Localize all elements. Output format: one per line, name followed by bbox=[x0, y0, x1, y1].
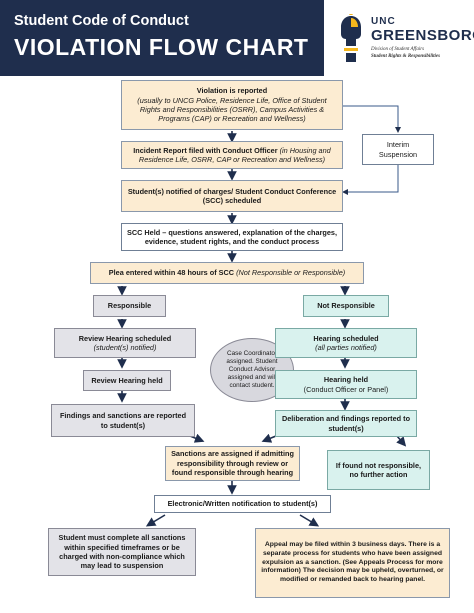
logo-unc: UNC bbox=[371, 16, 396, 27]
complete-sanctions-box: Student must complete all sanctions with… bbox=[48, 528, 196, 576]
complete-label: Student must complete all sanctions with… bbox=[58, 533, 186, 571]
review-scheduled-box: Review Hearing scheduled (student(s) not… bbox=[54, 328, 196, 358]
appeal-box: Appeal may be filed within 3 business da… bbox=[255, 528, 450, 598]
plea-desc: (Not Responsible or Responsible) bbox=[234, 268, 346, 278]
incident-report-box: Incident Report filed with Conduct Offic… bbox=[121, 141, 343, 169]
spartan-icon bbox=[341, 12, 361, 62]
appeal-label: Appeal may be filed within 3 business da… bbox=[261, 540, 444, 584]
interim-label: Interim Suspension bbox=[378, 140, 418, 159]
incident-title: Incident Report filed with Conduct Offic… bbox=[133, 145, 278, 155]
scc-held-box: SCC Held – questions answered, explanati… bbox=[121, 223, 343, 251]
findings-box: Findings and sanctions are reported to s… bbox=[51, 404, 195, 437]
plea-box: Plea entered within 48 hours of SCC (Not… bbox=[90, 262, 364, 284]
page-title: VIOLATION FLOW CHART bbox=[14, 34, 309, 60]
notified-label: Student(s) notified of charges/ Student … bbox=[127, 186, 337, 205]
electronic-notification-box: Electronic/Written notification to stude… bbox=[154, 495, 331, 513]
hearing-scheduled-desc: (all parties notified) bbox=[315, 343, 377, 352]
hearing-held-desc: (Conduct Officer or Panel) bbox=[303, 384, 389, 394]
violation-title: Violation is reported bbox=[196, 86, 268, 96]
logo-office: Student Rights & Responsibilities bbox=[371, 54, 441, 59]
sanctions-label: Sanctions are assigned if admitting resp… bbox=[171, 449, 294, 478]
review-scheduled-desc: (student(s) notified) bbox=[93, 343, 157, 352]
interim-suspension-box: Interim Suspension bbox=[362, 134, 434, 165]
responsible-box: Responsible bbox=[93, 295, 166, 317]
hearing-held-box: Hearing held (Conduct Officer or Panel) bbox=[275, 370, 417, 399]
deliberation-label: Deliberation and findings reported to st… bbox=[281, 414, 411, 433]
review-held-box: Review Hearing held bbox=[83, 370, 171, 391]
if-found-label: If found not responsible, no further act… bbox=[335, 460, 422, 479]
violation-reported-box: Violation is reported (usually to UNCG P… bbox=[121, 80, 343, 130]
review-held-label: Review Hearing held bbox=[91, 375, 163, 385]
header-band: Student Code of Conduct VIOLATION FLOW C… bbox=[0, 0, 324, 76]
notified-box: Student(s) notified of charges/ Student … bbox=[121, 180, 343, 212]
plea-title: Plea entered within 48 hours of SCC bbox=[108, 268, 235, 278]
scc-label: SCC Held – questions answered, explanati… bbox=[126, 227, 338, 246]
violation-desc: (usually to UNCG Police, Residence Life,… bbox=[137, 95, 327, 124]
logo-greensboro: GREENSBORO bbox=[371, 27, 474, 44]
hearing-scheduled-title: Hearing scheduled bbox=[313, 333, 379, 343]
header: Student Code of Conduct VIOLATION FLOW C… bbox=[0, 0, 474, 76]
hearing-held-title: Hearing held bbox=[323, 375, 369, 385]
findings-label: Findings and sanctions are reported to s… bbox=[59, 411, 187, 430]
responsible-label: Responsible bbox=[107, 301, 152, 311]
not-responsible-label: Not Responsible bbox=[317, 301, 375, 311]
incident-desc: (in Housing and Residence Life, OSRR, CA… bbox=[138, 145, 331, 164]
page-subtitle: Student Code of Conduct bbox=[14, 13, 189, 29]
deliberation-box: Deliberation and findings reported to st… bbox=[275, 410, 417, 437]
hearing-scheduled-box: Hearing scheduled (all parties notified) bbox=[275, 328, 417, 358]
sanctions-box: Sanctions are assigned if admitting resp… bbox=[165, 446, 300, 481]
if-found-box: If found not responsible, no further act… bbox=[327, 450, 430, 490]
electronic-label: Electronic/Written notification to stude… bbox=[167, 499, 318, 509]
not-responsible-box: Not Responsible bbox=[303, 295, 389, 317]
advisor-note: Case Coordinator assigned. Student Condu… bbox=[226, 350, 278, 389]
review-scheduled-title: Review Hearing scheduled bbox=[78, 333, 172, 343]
uncg-logo: UNC GREENSBORO Division of Student Affai… bbox=[335, 12, 474, 66]
logo-division: Division of Student Affairs bbox=[371, 47, 425, 52]
